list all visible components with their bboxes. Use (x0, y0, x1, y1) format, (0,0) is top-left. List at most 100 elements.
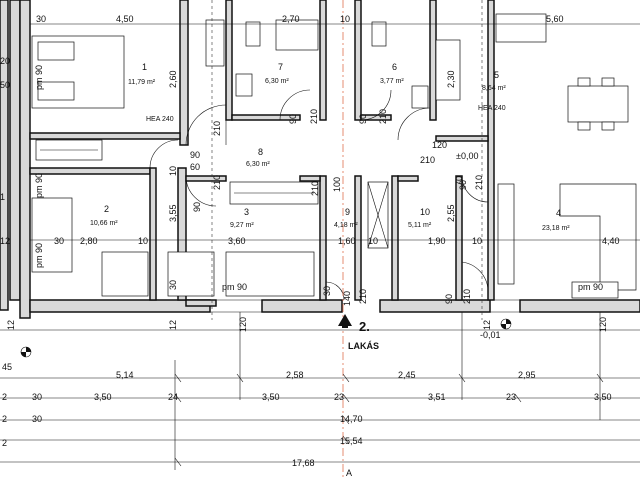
dim-text: 10 (168, 166, 178, 176)
level-label: -0,01 (480, 330, 501, 340)
room-7-number: 7 (278, 62, 283, 72)
pm-label: pm 90 (34, 173, 44, 198)
dim-text: 210 (212, 121, 222, 136)
dim-text: 100 (332, 177, 342, 192)
dim-text: 1 (0, 192, 5, 202)
dim-text: 210 (212, 175, 222, 190)
pm-label: pm 90 (34, 243, 44, 268)
room-3-number: 3 (244, 207, 249, 217)
dim-text: 210 (462, 289, 472, 304)
outer-walls (0, 0, 640, 319)
dim-text: 60 (190, 162, 200, 172)
dim-text: 1,90 (428, 236, 446, 246)
dim-text: 90 (190, 150, 200, 160)
dim-text: 2,30 (446, 70, 456, 88)
dim-text: 120 (238, 317, 248, 332)
room-8-area: 6,30 m² (246, 161, 270, 168)
apartment-number: 2. (359, 319, 370, 334)
dimension-lines (0, 23, 640, 470)
dim-text: 12 (6, 320, 16, 330)
dim-text: 2 (2, 438, 7, 448)
dim-text: 30 (322, 286, 332, 296)
room-9-number: 9 (345, 207, 350, 217)
dim-text: 15,54 (340, 436, 363, 446)
dim-text: 4,40 (602, 236, 620, 246)
pm-label: pm 90 (578, 282, 603, 292)
dim-text: 2,45 (398, 370, 416, 380)
dim-text: 4,50 (116, 14, 134, 24)
dim-text: 3,50 (94, 392, 112, 402)
interior-walls (29, 0, 495, 307)
dim-text: 90 (358, 114, 368, 124)
dim-text: 12 (168, 320, 178, 330)
dim-text: 30 (54, 236, 64, 246)
dim-text: 2,95 (518, 370, 536, 380)
dim-text: 120 (598, 317, 608, 332)
dim-text: 24 (168, 392, 178, 402)
pm-label: pm 90 (34, 65, 44, 90)
dim-text: 210 (474, 175, 484, 190)
door-swings (149, 89, 489, 301)
dim-text: 2,55 (446, 204, 456, 222)
furniture (31, 13, 637, 299)
dim-text: 30 (36, 14, 46, 24)
room-6-area: 3,77 m² (380, 78, 404, 85)
dim-text: 10 (138, 236, 148, 246)
dim-text: 30 (168, 280, 178, 290)
dim-text: 3,60 (228, 236, 246, 246)
dim-text: 2,60 (168, 70, 178, 88)
dim-text: 210 (309, 109, 319, 124)
dim-text: 10 (368, 236, 378, 246)
dim-text: 2 (2, 392, 7, 402)
dim-text: 210 (420, 155, 435, 165)
dim-text: 210 (310, 181, 320, 196)
dim-text: 1,60 (338, 236, 356, 246)
dim-text: 210 (358, 289, 368, 304)
room-6-number: 6 (392, 62, 397, 72)
room-10-number: 10 (420, 207, 430, 217)
room-4-area: 23,18 m² (542, 225, 570, 232)
dim-text: 23 (506, 392, 516, 402)
room-7-area: 6,30 m² (265, 78, 289, 85)
dim-text: 2 (2, 414, 7, 424)
dim-text: 30 (32, 392, 42, 402)
dim-text: 3,51 (428, 392, 446, 402)
room-2-area: 10,66 m² (90, 220, 118, 227)
entrance-arrow-icon (338, 314, 352, 328)
room-1-number: 1 (142, 62, 147, 72)
dim-text: 10 (472, 236, 482, 246)
annotations: HEA 240 HEA 240 ±0,00 -0,01 pm 90 pm 90 … (34, 65, 603, 340)
dim-text: 3,50 (594, 392, 612, 402)
room-2-number: 2 (104, 204, 109, 214)
room-8-number: 8 (258, 147, 263, 157)
apartment-label: LAKÁS (348, 341, 379, 351)
dim-text: 3,55 (168, 204, 178, 222)
dim-text: 2,80 (80, 236, 98, 246)
room-9-area: 4,18 m² (334, 222, 358, 229)
dim-text: 140 (342, 291, 352, 306)
dim-text: 23 (334, 392, 344, 402)
dim-text: 120 (432, 140, 447, 150)
interior-dimensions: 30 4,50 2,70 10 5,60 30 2,80 10 3,60 1,6… (6, 14, 620, 332)
dim-text: 2,58 (286, 370, 304, 380)
dim-text: 3,50 (262, 392, 280, 402)
left-edge-labels: 20 50 12 1 (0, 56, 10, 246)
level-label: ±0,00 (456, 151, 478, 161)
dim-text: 70 (454, 176, 464, 186)
dim-text: 90 (288, 114, 298, 124)
dim-text: 10 (340, 14, 350, 24)
dim-text: 5,60 (546, 14, 564, 24)
exterior-dimensions: 45 2 30 2 30 2 5,14 2,58 2,45 2,95 3,50 … (2, 362, 612, 468)
dimension-ticks (174, 373, 604, 467)
room-1-area: 11,79 m² (128, 79, 156, 86)
dim-text: 30 (32, 414, 42, 424)
dim-text: 12 (0, 236, 10, 246)
pm-label: pm 90 (222, 282, 247, 292)
dim-text: 45 (2, 362, 12, 372)
dim-text: 14,70 (340, 414, 363, 424)
dim-text: 20 (0, 56, 10, 66)
dim-text: 210 (378, 109, 388, 124)
dim-text: 5,14 (116, 370, 134, 380)
level-markers (20, 318, 512, 358)
